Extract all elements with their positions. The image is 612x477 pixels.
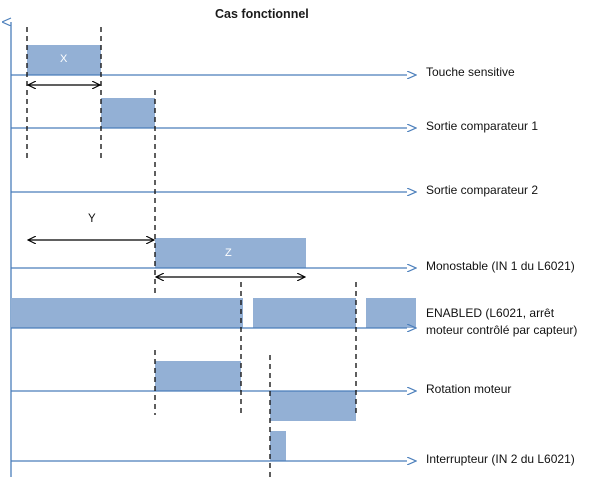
signal-label-line1: Interrupteur (IN 2 du L6021): [426, 452, 575, 466]
pulse-label-x: X: [60, 53, 68, 65]
signal-pulse-rotation-moteur: [270, 391, 356, 421]
signal-label-sortie-comparateur-1: Sortie comparateur 1: [426, 118, 538, 135]
signal-pulse-enabled: [11, 298, 243, 328]
signal-label-sortie-comparateur-2: Sortie comparateur 2: [426, 182, 538, 199]
signal-label-interrupteur: Interrupteur (IN 2 du L6021): [426, 451, 575, 468]
measure-label-y: Y: [88, 213, 96, 225]
signal-baselines-group: [11, 75, 407, 461]
measurement-arrows-group: [28, 85, 305, 277]
signal-pulse-sortie-comparateur-1: [101, 98, 155, 128]
signal-pulse-interrupteur: [270, 431, 286, 461]
pulse-label-z: Z: [225, 247, 232, 259]
signal-label-line1: Sortie comparateur 2: [426, 183, 539, 197]
signal-label-line1: ENABLED (L6021, arrêt: [426, 306, 555, 320]
diagram-title: Cas fonctionnel: [215, 7, 309, 21]
signal-label-monostable: Monostable (IN 1 du L6021): [426, 258, 575, 275]
signal-label-line1: Rotation moteur: [426, 382, 512, 396]
signal-label-rotation-moteur: Rotation moteur: [426, 381, 511, 398]
signal-label-line1: Monostable (IN 1 du L6021): [426, 259, 575, 273]
signal-blocks-group: [11, 45, 416, 461]
signal-pulse-enabled: [366, 298, 416, 328]
signal-label-line1: Touche sensitive: [426, 65, 515, 79]
signal-pulse-touche-sensitive: [27, 45, 101, 75]
signal-label-line2: moteur contrôlé par capteur): [426, 323, 578, 337]
signal-label-touche-sensitive: Touche sensitive: [426, 64, 515, 81]
signal-pulse-enabled: [253, 298, 356, 328]
signal-pulse-monostable: [155, 238, 306, 268]
dashed-time-markers-group: [26, 27, 357, 477]
signal-label-line1: Sortie comparateur 1: [426, 119, 539, 133]
signal-pulse-rotation-moteur: [155, 361, 241, 391]
signal-label-enabled: ENABLED (L6021, arrêt moteur contrôlé par…: [426, 305, 577, 339]
